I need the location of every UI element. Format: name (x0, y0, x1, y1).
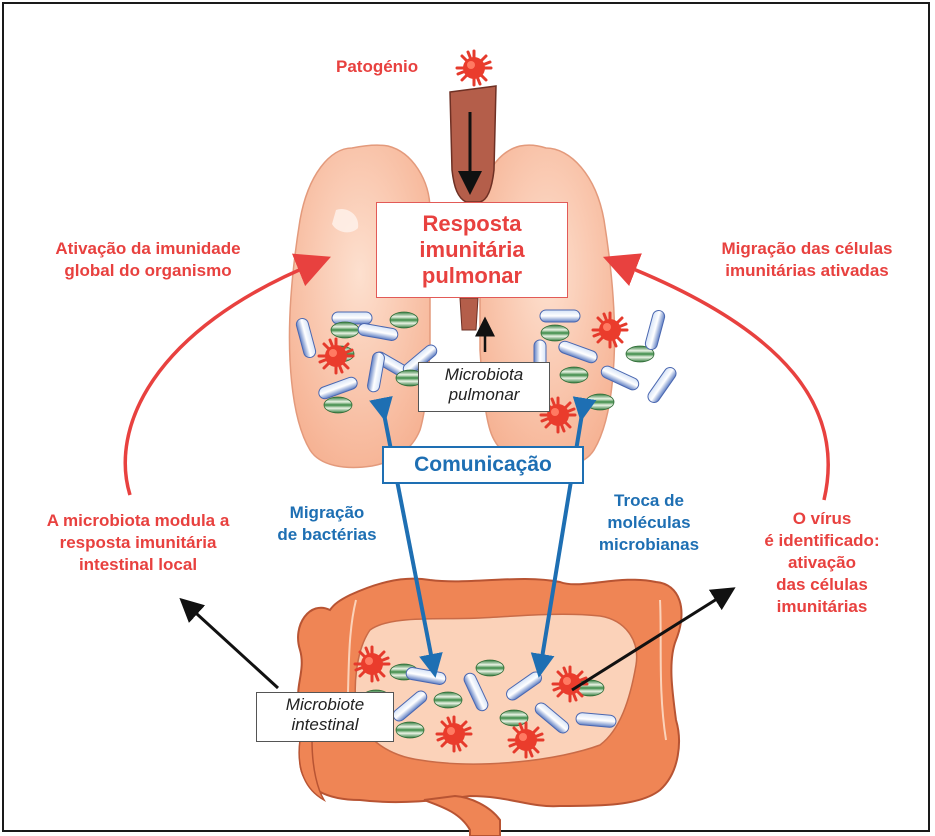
immune-cell-migration-label: Migração das células imunitárias ativada… (692, 238, 922, 282)
microbiote-intestinal-box: Microbiote intestinal (256, 692, 394, 742)
lung-response-box: Resposta imunitária pulmonar (376, 202, 568, 298)
pathogen-label: Patogénio (336, 56, 418, 78)
lung-response-line3: pulmonar (377, 263, 567, 289)
global-immunity-label: Ativação da imunidade global do organism… (28, 238, 268, 282)
arrow-red-left (125, 262, 318, 495)
microbiota-pulmonar-box: Microbiota pulmonar (418, 362, 550, 412)
arrow-red-right (616, 262, 828, 500)
lung-response-line2: imunitária (377, 237, 567, 263)
microbiota-modulates-label: A microbiota modula a resposta imunitári… (10, 510, 266, 576)
arrow-black-left (186, 604, 278, 688)
communication-box: Comunicação (382, 446, 584, 484)
lung-response-line1: Resposta (377, 211, 567, 237)
pathogen-virus-icon (457, 51, 491, 85)
molecule-exchange-label: Troca de moléculas microbianas (568, 490, 730, 556)
bacteria-migration-label: Migração de bactérias (262, 502, 392, 546)
virus-identified-label: O vírus é identificado: ativação das cél… (722, 508, 922, 618)
